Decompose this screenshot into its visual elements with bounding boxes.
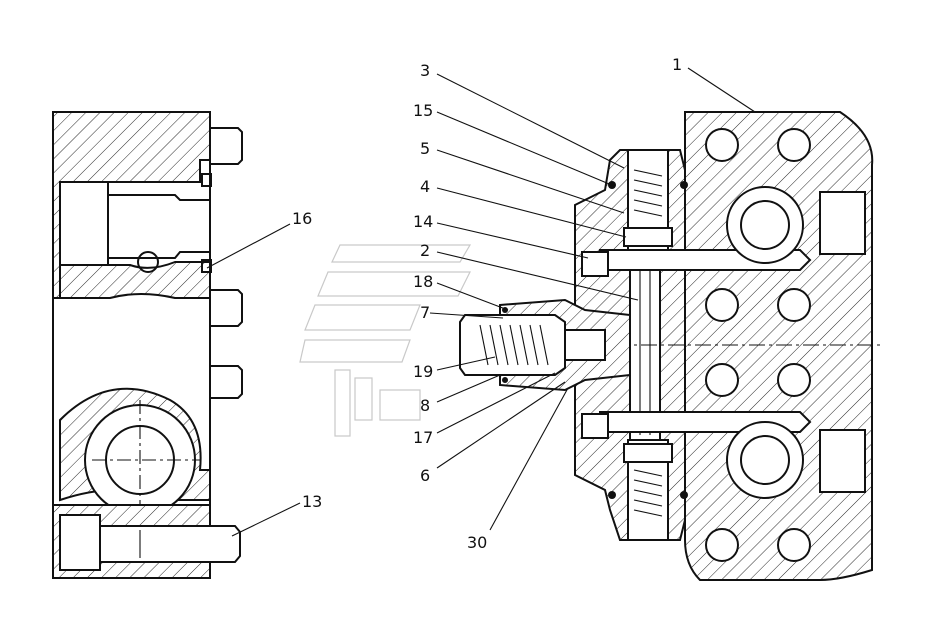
callout-8: 8: [420, 396, 430, 415]
bolt-holes: [705, 128, 811, 562]
callout-18: 18: [413, 272, 433, 291]
callout-30: 30: [467, 533, 487, 552]
section-view: [459, 111, 880, 581]
callout-7: 7: [420, 303, 430, 322]
callout-1: 1: [672, 55, 682, 74]
callout-3: 3: [420, 61, 430, 80]
callout-16: 16: [292, 209, 312, 228]
callout-2: 2: [420, 241, 430, 260]
watermark-logo: [299, 244, 472, 437]
callout-15: 15: [413, 101, 433, 120]
callout-5: 5: [420, 139, 430, 158]
callout-14: 14: [413, 212, 433, 231]
callout-13: 13: [302, 492, 322, 511]
callout-4: 4: [420, 177, 430, 196]
callout-19: 19: [413, 362, 433, 381]
side-view: [52, 111, 243, 579]
leader-lines: [206, 67, 756, 537]
callout-labels: 1 2 3 4 5 6 7 8 13 14 15 16 17 18 19 30: [292, 55, 682, 552]
callout-6: 6: [420, 466, 430, 485]
callout-17: 17: [413, 428, 433, 447]
